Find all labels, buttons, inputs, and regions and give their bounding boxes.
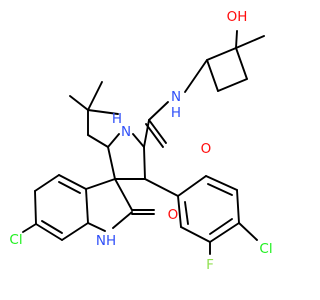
bond	[148, 101, 169, 121]
bond	[132, 133, 145, 148]
bond	[34, 190, 37, 225]
bond	[207, 183, 233, 196]
bond	[22, 223, 37, 233]
bond	[145, 123, 164, 148]
bond	[235, 30, 238, 49]
bond	[180, 226, 211, 243]
bond	[143, 146, 146, 180]
bond	[209, 222, 240, 243]
atom-cl-phenyl-label: Cl	[259, 241, 272, 257]
bond	[206, 47, 237, 61]
bonds	[22, 30, 265, 255]
bond	[177, 175, 207, 197]
atom-nh-lactam-label: NH	[96, 233, 116, 249]
bond	[58, 174, 87, 190]
bond	[148, 119, 167, 144]
bond	[205, 175, 238, 191]
bond	[87, 222, 106, 232]
bond	[87, 81, 103, 111]
atom-h-amide-label: H	[171, 105, 181, 121]
bond	[217, 78, 248, 92]
bond	[35, 223, 63, 241]
bond	[238, 222, 258, 241]
bond	[85, 188, 89, 224]
bond	[112, 211, 133, 229]
bond	[236, 189, 240, 224]
bond	[107, 133, 120, 148]
bond	[69, 95, 89, 111]
bond	[34, 174, 60, 192]
bond	[61, 222, 89, 241]
bond	[143, 119, 150, 148]
molecule-structure: OH N H O N H O NH Cl F Cl	[9, 9, 272, 273]
bond	[144, 178, 179, 197]
atom-o-amide-label: O	[201, 141, 212, 157]
atom-nh-pyrrolidine-label: N	[121, 124, 131, 140]
atom-o-lactam-label: O	[168, 207, 179, 223]
bond	[107, 146, 116, 180]
bond	[184, 59, 208, 93]
bond	[235, 35, 265, 49]
bond	[41, 220, 63, 234]
bond	[85, 178, 116, 190]
bond	[184, 201, 189, 225]
bond	[87, 134, 109, 148]
bond	[87, 109, 119, 115]
atom-cl-indole-label: Cl	[9, 232, 22, 248]
bond	[177, 195, 182, 228]
bond	[114, 178, 133, 211]
bond	[235, 47, 248, 80]
atom-labels: OH N H O N H O NH Cl F Cl	[9, 9, 272, 273]
bond	[209, 218, 233, 235]
atom-f-label: F	[206, 257, 214, 273]
bond	[58, 181, 81, 194]
atom-nh-amide-label: N	[171, 89, 181, 105]
atom-oh-label: OH	[227, 9, 248, 25]
bond	[206, 59, 219, 92]
atom-h-pyrrolidine-label: H	[112, 111, 122, 127]
